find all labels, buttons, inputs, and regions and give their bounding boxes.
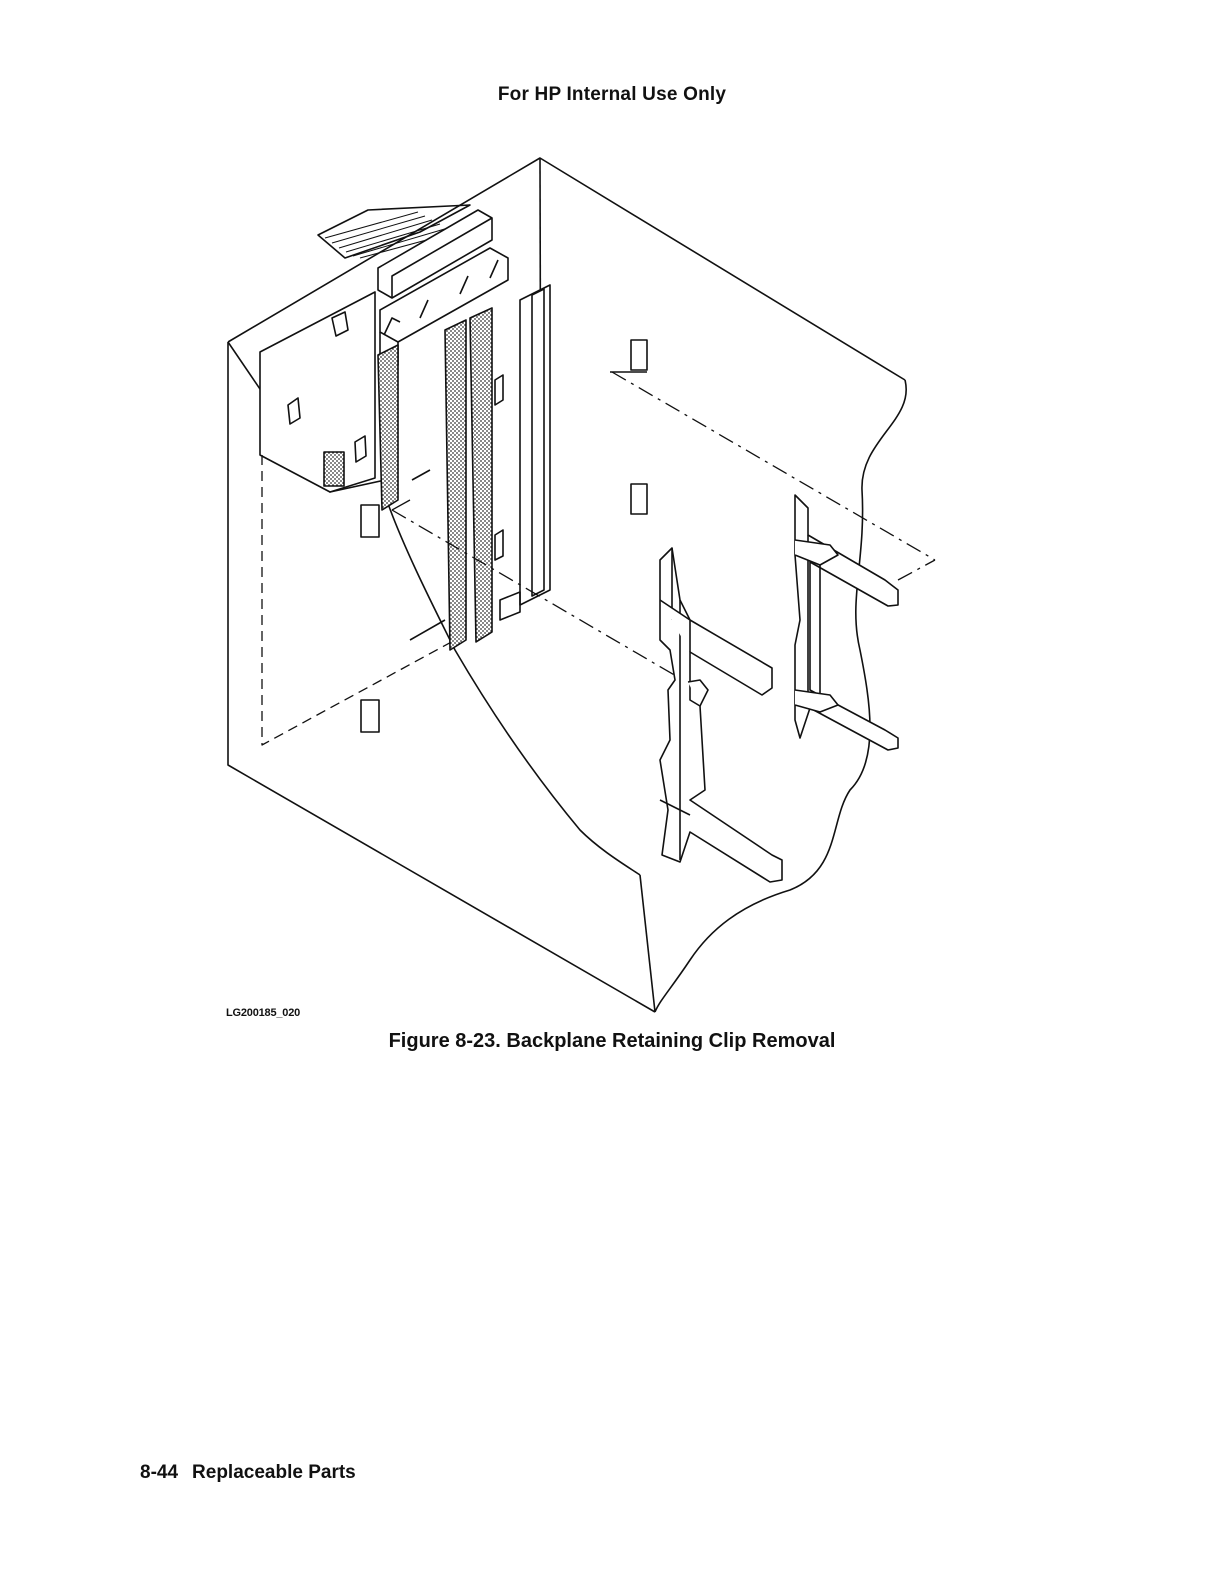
retaining-clip-front <box>660 548 782 882</box>
figure-id-label: LG200185_020 <box>226 1007 300 1019</box>
backplane-board <box>260 292 375 492</box>
chassis-holes <box>361 340 647 732</box>
figure-caption: Figure 8-23. Backplane Retaining Clip Re… <box>0 1030 1224 1053</box>
card-slots <box>378 285 550 650</box>
section-title: Replaceable Parts <box>192 1462 356 1483</box>
internal-use-header: For HP Internal Use Only <box>0 84 1224 106</box>
dashed-panel-outline <box>262 455 455 745</box>
retaining-clip-back <box>795 495 898 750</box>
page-footer: 8-44 Replaceable Parts <box>140 1462 356 1484</box>
backplane-clip-illustration <box>215 150 945 1020</box>
page-number: 8-44 <box>140 1462 178 1483</box>
